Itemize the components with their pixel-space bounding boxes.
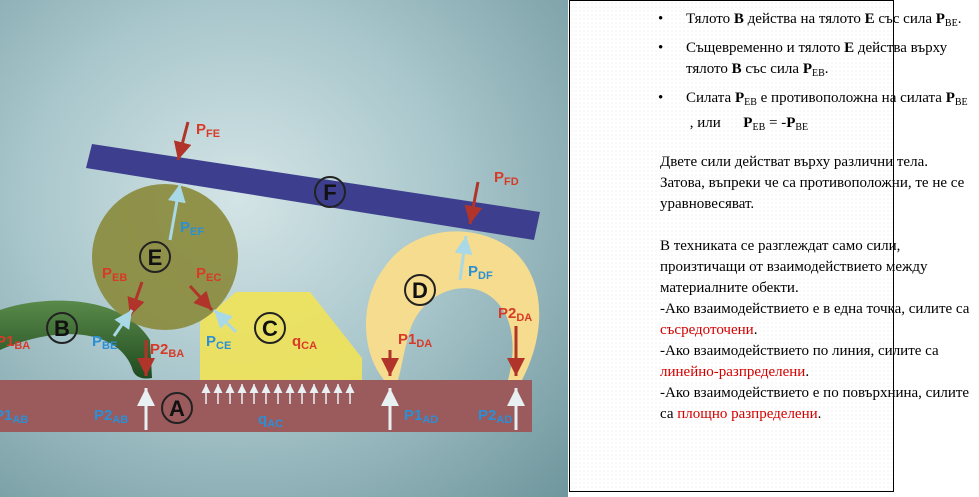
force-label-p-df: PDF [468, 263, 493, 282]
label-c: C [254, 312, 286, 344]
force-label-p1-ad: P1AD [404, 407, 438, 426]
body-f-beam [86, 144, 540, 240]
svg-text:C: C [262, 316, 278, 341]
force-label-p1-da: P1DA [398, 331, 432, 350]
force-label-p2-ad: P2AD [478, 407, 512, 426]
force-label-p2-ba: P2BA [150, 341, 184, 360]
label-f: F [314, 176, 346, 208]
svg-text:B: B [54, 316, 70, 341]
bullet-item-3: Силата PEB е противоположна на силата PB… [658, 88, 979, 138]
point-forces-line: -Ако взаимодействието е в една точка, си… [660, 301, 970, 338]
force-label-p-eb: PEB [102, 265, 127, 284]
force-label-p1-ab: P1AB [0, 407, 28, 426]
force-label-p2-ab: P2AB [94, 407, 128, 426]
arrow-p-df [454, 235, 473, 281]
svg-text:D: D [412, 278, 428, 303]
body-e-circle [92, 184, 238, 330]
body-c-block [200, 292, 362, 380]
force-label-p-ec: PEC [196, 265, 221, 284]
arrow-p-fe [173, 121, 192, 161]
label-a: A [161, 392, 193, 424]
bullet-item-1: Тялото B действа на тялото E със сила PB… [658, 9, 979, 34]
svg-text:F: F [323, 180, 336, 205]
arrow-p-fd [464, 181, 483, 225]
arrow-p-be [112, 309, 134, 337]
force-label-p-fe: PFE [196, 121, 220, 140]
explanation-panel: Тялото B действа на тялото E със сила PB… [569, 0, 969, 492]
force-label-p-ef: PEF [180, 219, 204, 238]
bullet-item-2: Същевременно и тялото E действа върху тя… [658, 38, 979, 84]
force-label-p-be: PBE [92, 333, 117, 352]
label-b: B [46, 312, 78, 344]
paragraph-force-types: В техниката се разглеждат само сили, про… [570, 236, 970, 425]
arrow-p-ef [167, 183, 186, 241]
arrow-p-ce [212, 308, 238, 334]
force-labels: PFE PEF PFD PDF PEB PEC PBE PCE qCA P1BA P2BA P1DA P… [0, 121, 532, 430]
surface-forces-line: -Ако взаимодействието е по повърхнина, с… [660, 385, 970, 422]
distributed-load-q-ac [201, 384, 355, 404]
paragraph-forces-not-balanced: Двете сили действат върху различни тела.… [660, 154, 965, 212]
bullet-list: Тялото B действа на тялото E със сила PB… [570, 9, 968, 138]
body-d-arch [366, 231, 540, 380]
force-label-q-ca: qCA [292, 333, 317, 352]
force-label-p2-da: P2DA [498, 305, 532, 324]
force-label-p1-ba: P1BA [0, 333, 30, 352]
svg-text:A: A [169, 396, 185, 421]
label-d: D [404, 274, 436, 306]
body-b-arc [0, 300, 152, 379]
force-label-q-ac: qAC [258, 411, 283, 430]
arrow-p-ec [188, 284, 214, 312]
line-forces-line: -Ако взаимодействието по линия, силите с… [660, 343, 939, 380]
label-e: E [139, 241, 171, 273]
svg-text:E: E [148, 245, 163, 270]
force-types-intro: В техниката се разглеждат само сили, про… [660, 238, 928, 296]
force-label-p-ce: PCE [206, 333, 231, 352]
force-label-p-fd: PFD [494, 169, 519, 188]
